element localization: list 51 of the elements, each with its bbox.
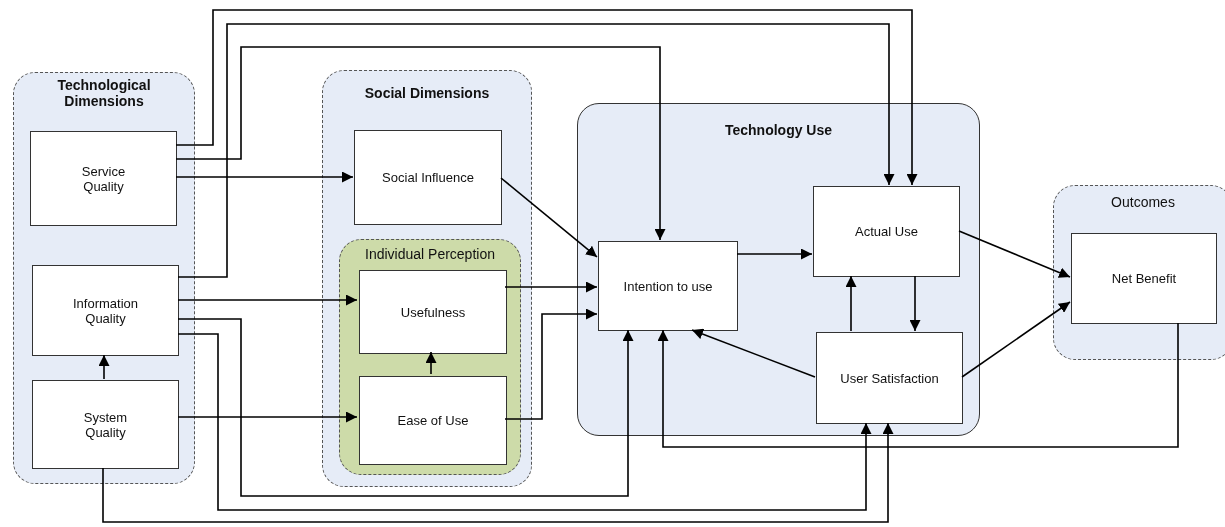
box-label: Service Quality (80, 163, 127, 194)
process-box (598, 241, 738, 331)
arrow (909, 275, 921, 332)
arrow (845, 275, 857, 332)
process-box (30, 131, 177, 226)
process-box (1071, 233, 1217, 324)
arrow (504, 308, 598, 420)
arrow (736, 248, 813, 260)
group-title: Technology Use (723, 122, 834, 138)
group-title: Social Dimensions (363, 85, 491, 101)
group-panel (1053, 185, 1225, 360)
arrow (177, 333, 872, 511)
arrow (504, 281, 598, 293)
arrow (98, 354, 110, 380)
arrow (102, 422, 894, 523)
arrow (177, 23, 895, 278)
box-label: Ease of Use (397, 413, 469, 428)
arrow (657, 322, 1179, 448)
group-panel (577, 103, 980, 436)
arrow (177, 318, 634, 497)
arrow (425, 351, 437, 375)
process-box (813, 186, 960, 277)
process-box (359, 376, 507, 465)
group-title: Outcomes (1110, 194, 1176, 210)
process-box (816, 332, 963, 424)
group-title: Individual Perception (364, 246, 496, 262)
process-box (32, 265, 179, 356)
group-panel (13, 72, 195, 484)
arrow (691, 328, 816, 378)
arrow (961, 301, 1071, 378)
group-title: Technological Dimensions (56, 77, 152, 109)
box-label: Information Quality (71, 295, 139, 326)
box-label: Net Benefit (1111, 271, 1177, 286)
arrow (177, 411, 358, 423)
box-label: System Quality (82, 409, 129, 440)
box-label: Usefulness (400, 304, 466, 320)
arrow (175, 9, 918, 186)
process-box (32, 380, 179, 469)
process-box (359, 270, 507, 354)
group-panel (322, 70, 532, 487)
arrow (175, 46, 666, 241)
box-label: User Satisfaction (840, 370, 939, 386)
box-label: Intention to use (623, 278, 713, 294)
arrow (177, 294, 358, 306)
arrow (958, 230, 1071, 278)
box-label: Social Influence (382, 170, 474, 185)
box-label: Actual Use (855, 224, 918, 239)
process-box (354, 130, 502, 225)
arrow (500, 177, 598, 258)
subgroup-panel (339, 239, 521, 475)
arrow (175, 171, 354, 183)
